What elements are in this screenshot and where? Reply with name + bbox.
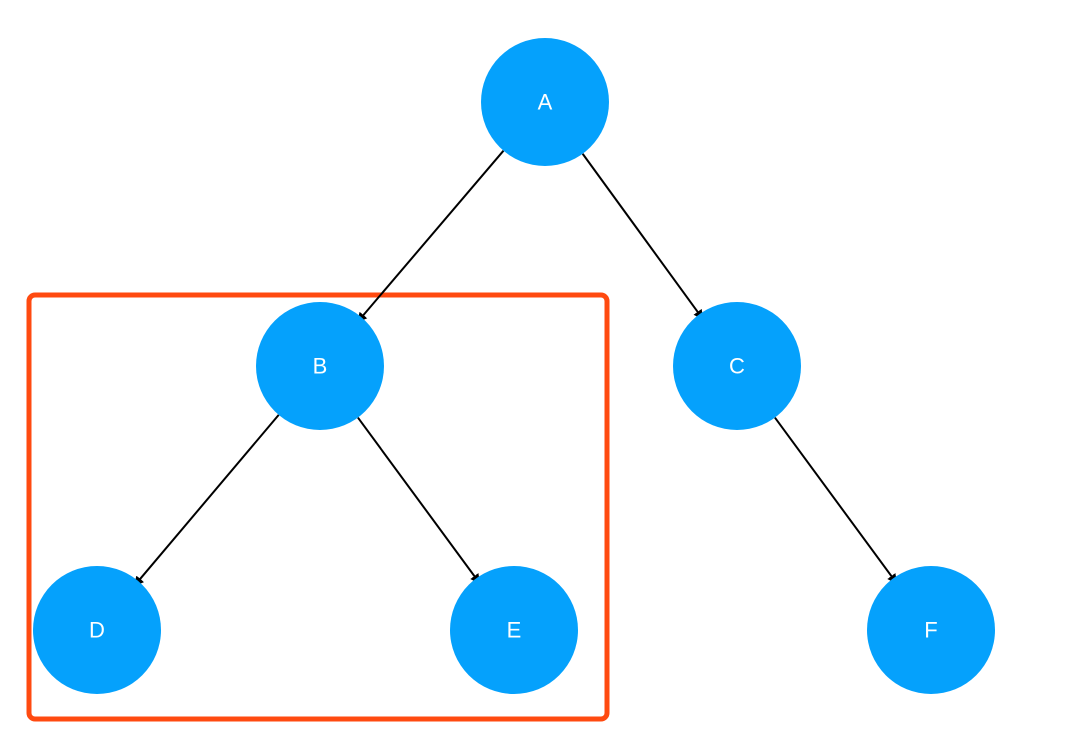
node-c-label: C	[729, 354, 745, 379]
node-d-circle	[33, 566, 161, 694]
node-e-label: E	[507, 618, 522, 643]
node-f-circle	[867, 566, 995, 694]
node-a-label: A	[538, 90, 553, 115]
node-f: F	[867, 566, 995, 694]
node-d-label: D	[89, 618, 105, 643]
edge-b-d	[133, 414, 280, 587]
node-a: A	[481, 38, 609, 166]
edge-a-b	[356, 150, 505, 323]
edge-c-f	[774, 416, 898, 585]
node-d: D	[33, 566, 161, 694]
node-e: E	[450, 566, 578, 694]
node-f-label: F	[924, 618, 937, 643]
node-e-circle	[450, 566, 578, 694]
edge-b-e	[357, 416, 481, 585]
node-c-circle	[673, 302, 801, 430]
node-c: C	[673, 302, 801, 430]
node-b: B	[256, 302, 384, 430]
node-a-circle	[481, 38, 609, 166]
subtree-highlight-box	[26, 292, 610, 722]
node-b-label: B	[313, 354, 328, 379]
edge-a-c	[581, 153, 704, 320]
node-b-circle	[256, 302, 384, 430]
